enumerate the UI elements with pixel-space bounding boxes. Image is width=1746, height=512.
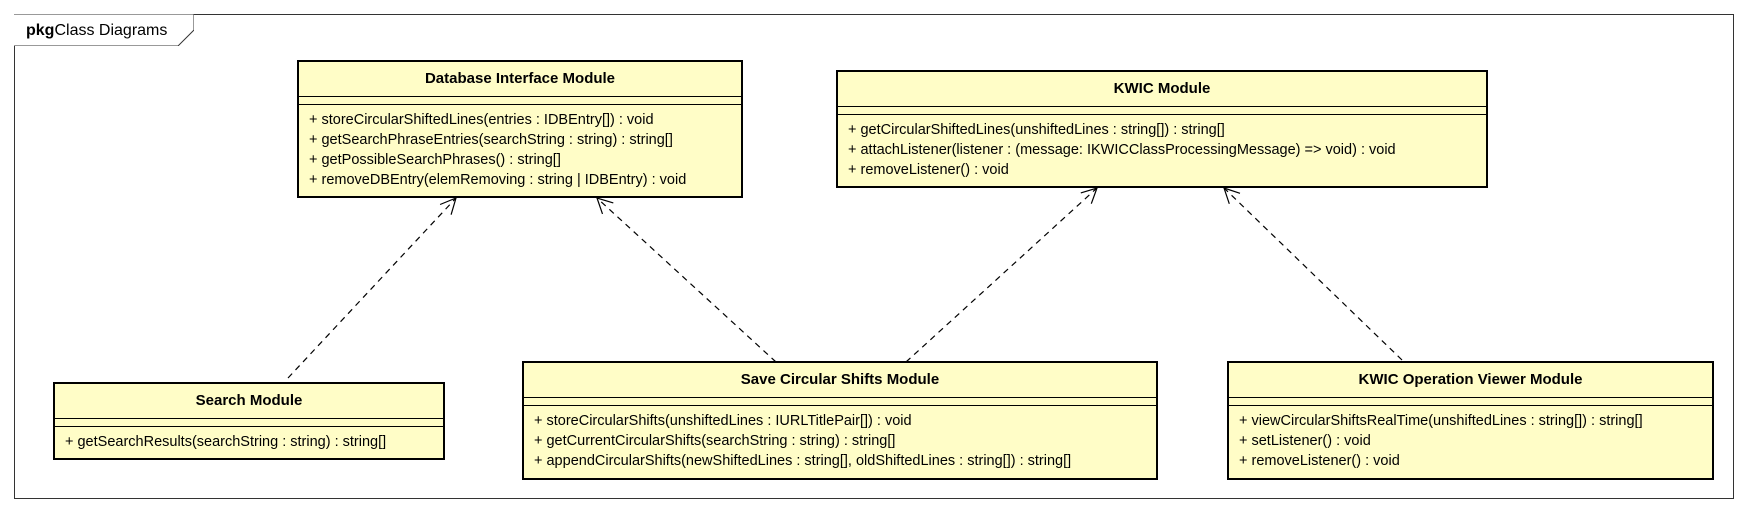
operation: + getCircularShiftedLines(unshiftedLines…	[848, 122, 1225, 138]
operations-compartment: + getCircularShiftedLines(unshiftedLines…	[838, 114, 1486, 184]
class-name: Search Module	[195, 392, 303, 409]
operations-compartment: + storeCircularShifts(unshiftedLines : I…	[524, 405, 1156, 475]
operation: + removeListener() : void	[848, 162, 1009, 178]
operation: + getCurrentCircularShifts(searchString …	[534, 433, 896, 449]
package-tab	[14, 14, 194, 46]
operation: + viewCircularShiftsRealTime(unshiftedLi…	[1239, 413, 1643, 429]
operation: + storeCircularShiftedLines(entries : ID…	[309, 112, 654, 128]
operation: + removeDBEntry(elemRemoving : string | …	[309, 172, 687, 188]
dependency-save-to-db	[596, 197, 777, 363]
operation: + getSearchPhraseEntries(searchString : …	[309, 132, 673, 148]
dependency-viewer-to-kwic	[1223, 187, 1403, 361]
package-label: pkgClass Diagrams	[26, 21, 167, 41]
arrowhead-save-to-db	[596, 197, 614, 215]
arrowhead-viewer-to-kwic	[1223, 187, 1241, 204]
attributes-compartment	[838, 106, 1486, 114]
arrowhead-save-to-kwic	[1080, 187, 1098, 204]
package-keyword: pkg	[26, 22, 55, 39]
class-name: KWIC Module	[1113, 80, 1211, 97]
attributes-compartment	[299, 96, 741, 104]
operation: + storeCircularShifts(unshiftedLines : I…	[534, 413, 912, 429]
attributes-compartment	[55, 418, 443, 426]
operation: + appendCircularShifts(newShiftedLines :…	[534, 453, 1072, 469]
operation: + getSearchResults(searchString : string…	[65, 434, 387, 450]
operation: + removeListener() : void	[1239, 453, 1400, 469]
operation: + setListener() : void	[1239, 433, 1371, 449]
arrowhead-search-to-db	[439, 196, 457, 215]
class-kwic-module[interactable]: KWIC Module + getCircularShiftedLines(un…	[836, 70, 1488, 188]
class-database-interface-module[interactable]: Database Interface Module + storeCircula…	[297, 60, 743, 198]
class-name: KWIC Operation Viewer Module	[1358, 371, 1583, 388]
dependency-save-to-kwic	[905, 187, 1098, 363]
operations-compartment: + getSearchResults(searchString : string…	[55, 426, 443, 456]
class-save-circular-shifts-module[interactable]: Save Circular Shifts Module + storeCircu…	[522, 361, 1158, 480]
dependency-search-to-db	[287, 197, 457, 379]
operations-compartment: + storeCircularShiftedLines(entries : ID…	[299, 104, 741, 194]
package-name: Class Diagrams	[54, 22, 168, 39]
operation: + getPossibleSearchPhrases() : string[]	[309, 152, 561, 168]
package-frame	[14, 14, 1734, 499]
class-kwic-operation-viewer-module[interactable]: KWIC Operation Viewer Module + viewCircu…	[1227, 361, 1714, 480]
class-name: Database Interface Module	[424, 70, 616, 87]
class-name: Save Circular Shifts Module	[740, 371, 940, 388]
class-search-module[interactable]: Search Module + getSearchResults(searchS…	[53, 382, 445, 460]
attributes-compartment	[1229, 397, 1712, 405]
attributes-compartment	[524, 397, 1156, 405]
operations-compartment: + viewCircularShiftsRealTime(unshiftedLi…	[1229, 405, 1712, 475]
operation: + attachListener(listener : (message: IK…	[848, 142, 1396, 158]
